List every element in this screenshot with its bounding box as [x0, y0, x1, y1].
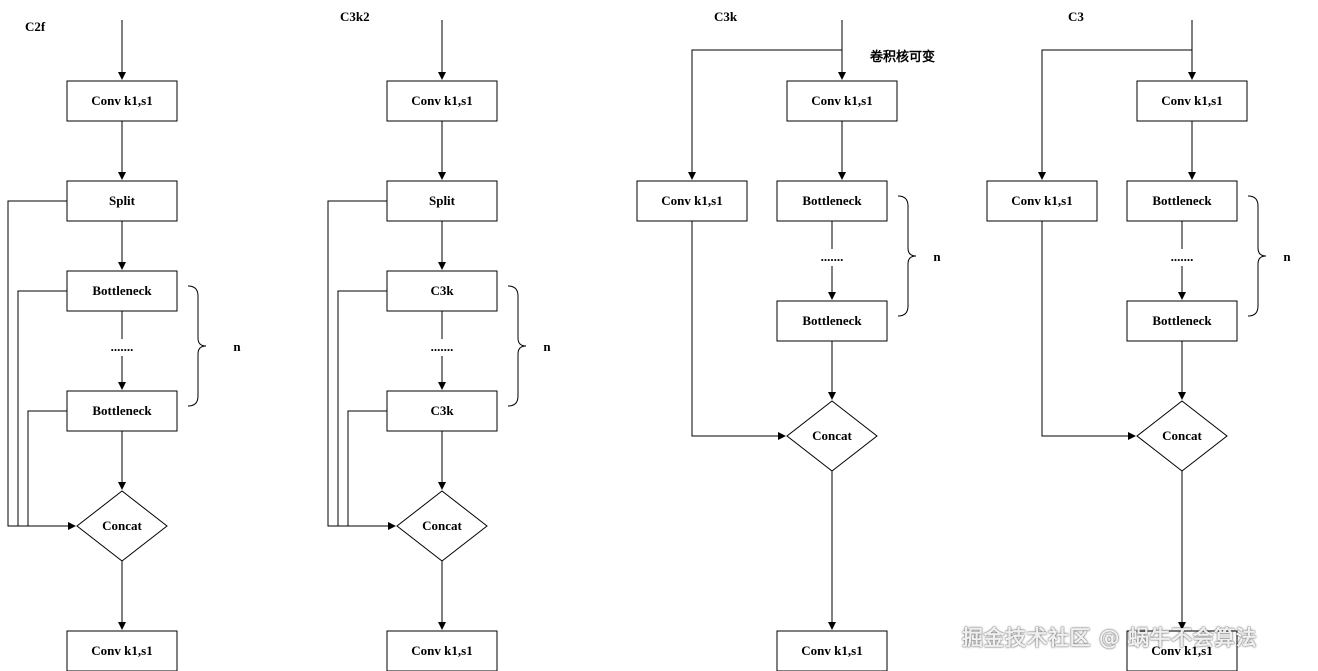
- c2f-title: C2f: [25, 19, 46, 34]
- c3k-n-label: n: [933, 249, 941, 264]
- c3-n-label: n: [1283, 249, 1291, 264]
- c3-block2-box: [1126, 300, 1238, 342]
- c3k-block2-label: Bottleneck: [802, 313, 862, 328]
- c3-diagram: [986, 20, 1267, 671]
- c3k2-split-label: Split: [429, 193, 456, 208]
- c3k2-diagram: [327, 20, 527, 671]
- watermark: 掘金技术社区 @ 蜗牛不会算法: [962, 626, 1258, 650]
- c3k-conv-top-label: Conv k1,s1: [811, 93, 872, 108]
- c3k-diagram: [636, 20, 917, 671]
- c3k2-conv-bottom-box: [386, 630, 498, 671]
- c2f-block2-label: Bottleneck: [92, 403, 152, 418]
- c3k-title: C3k: [714, 9, 738, 24]
- c3-concat-label: Concat: [1162, 428, 1202, 443]
- c3k2-conv-top-label: Conv k1,s1: [411, 93, 472, 108]
- c2f-concat-label: Concat: [102, 518, 142, 533]
- c3-dots: .......: [1171, 249, 1194, 264]
- c2f-block1-label: Bottleneck: [92, 283, 152, 298]
- c3k-conv-top-box: [786, 80, 898, 122]
- c3k2-conv-top-box: [386, 80, 498, 122]
- c3k-block2-box: [776, 300, 888, 342]
- c3-block2-label: Bottleneck: [1152, 313, 1212, 328]
- c3k-conv-side-label: Conv k1,s1: [661, 193, 722, 208]
- c2f-split-label: Split: [109, 193, 136, 208]
- c3k2-block1-label: C3k: [430, 283, 454, 298]
- c3k2-block2-label: C3k: [430, 403, 454, 418]
- c3k-n-brace: [897, 195, 917, 317]
- c3-conv-top-label: Conv k1,s1: [1161, 93, 1222, 108]
- c3-block1-label: Bottleneck: [1152, 193, 1212, 208]
- c3k-conv-bottom-box: [776, 630, 888, 671]
- c3-conv-side-box: [986, 180, 1098, 222]
- c3k2-block2-box: [386, 390, 498, 432]
- c2f-conv-bottom-box: [66, 630, 178, 671]
- c2f-diagram: [7, 20, 207, 671]
- c3k-concat-label: Concat: [812, 428, 852, 443]
- c3k-conv-bottom-label: Conv k1,s1: [801, 643, 862, 658]
- c2f-block2-box: [66, 390, 178, 432]
- c3k-note: 卷积核可变: [870, 49, 935, 65]
- c3k2-n-label: n: [543, 339, 551, 354]
- c2f-dots: .......: [111, 339, 134, 354]
- c3k2-concat-label: Concat: [422, 518, 462, 533]
- c3-conv-bottom-label: Conv k1,s1: [1151, 643, 1212, 658]
- c3k2-n-brace: [507, 285, 527, 407]
- c2f-block1-box: [66, 270, 178, 312]
- c2f-n-brace: [187, 285, 207, 407]
- c3k-dots: .......: [821, 249, 844, 264]
- c2f-split-box: [66, 180, 178, 222]
- c3-block1-box: [1126, 180, 1238, 222]
- c2f-conv-bottom-label: Conv k1,s1: [91, 643, 152, 658]
- c3-conv-top-box: [1136, 80, 1248, 122]
- c3-title: C3: [1068, 9, 1084, 24]
- c2f-conv-top-label: Conv k1,s1: [91, 93, 152, 108]
- c3-n-brace: [1247, 195, 1267, 317]
- c3k2-split-box: [386, 180, 498, 222]
- c2f-n-label: n: [233, 339, 241, 354]
- c3k2-title: C3k2: [340, 9, 370, 24]
- c3k2-conv-bottom-label: Conv k1,s1: [411, 643, 472, 658]
- c3k2-dots: .......: [431, 339, 454, 354]
- c3k-block1-label: Bottleneck: [802, 193, 862, 208]
- c3-conv-side-label: Conv k1,s1: [1011, 193, 1072, 208]
- c3-conv-bottom-box: [1126, 630, 1238, 671]
